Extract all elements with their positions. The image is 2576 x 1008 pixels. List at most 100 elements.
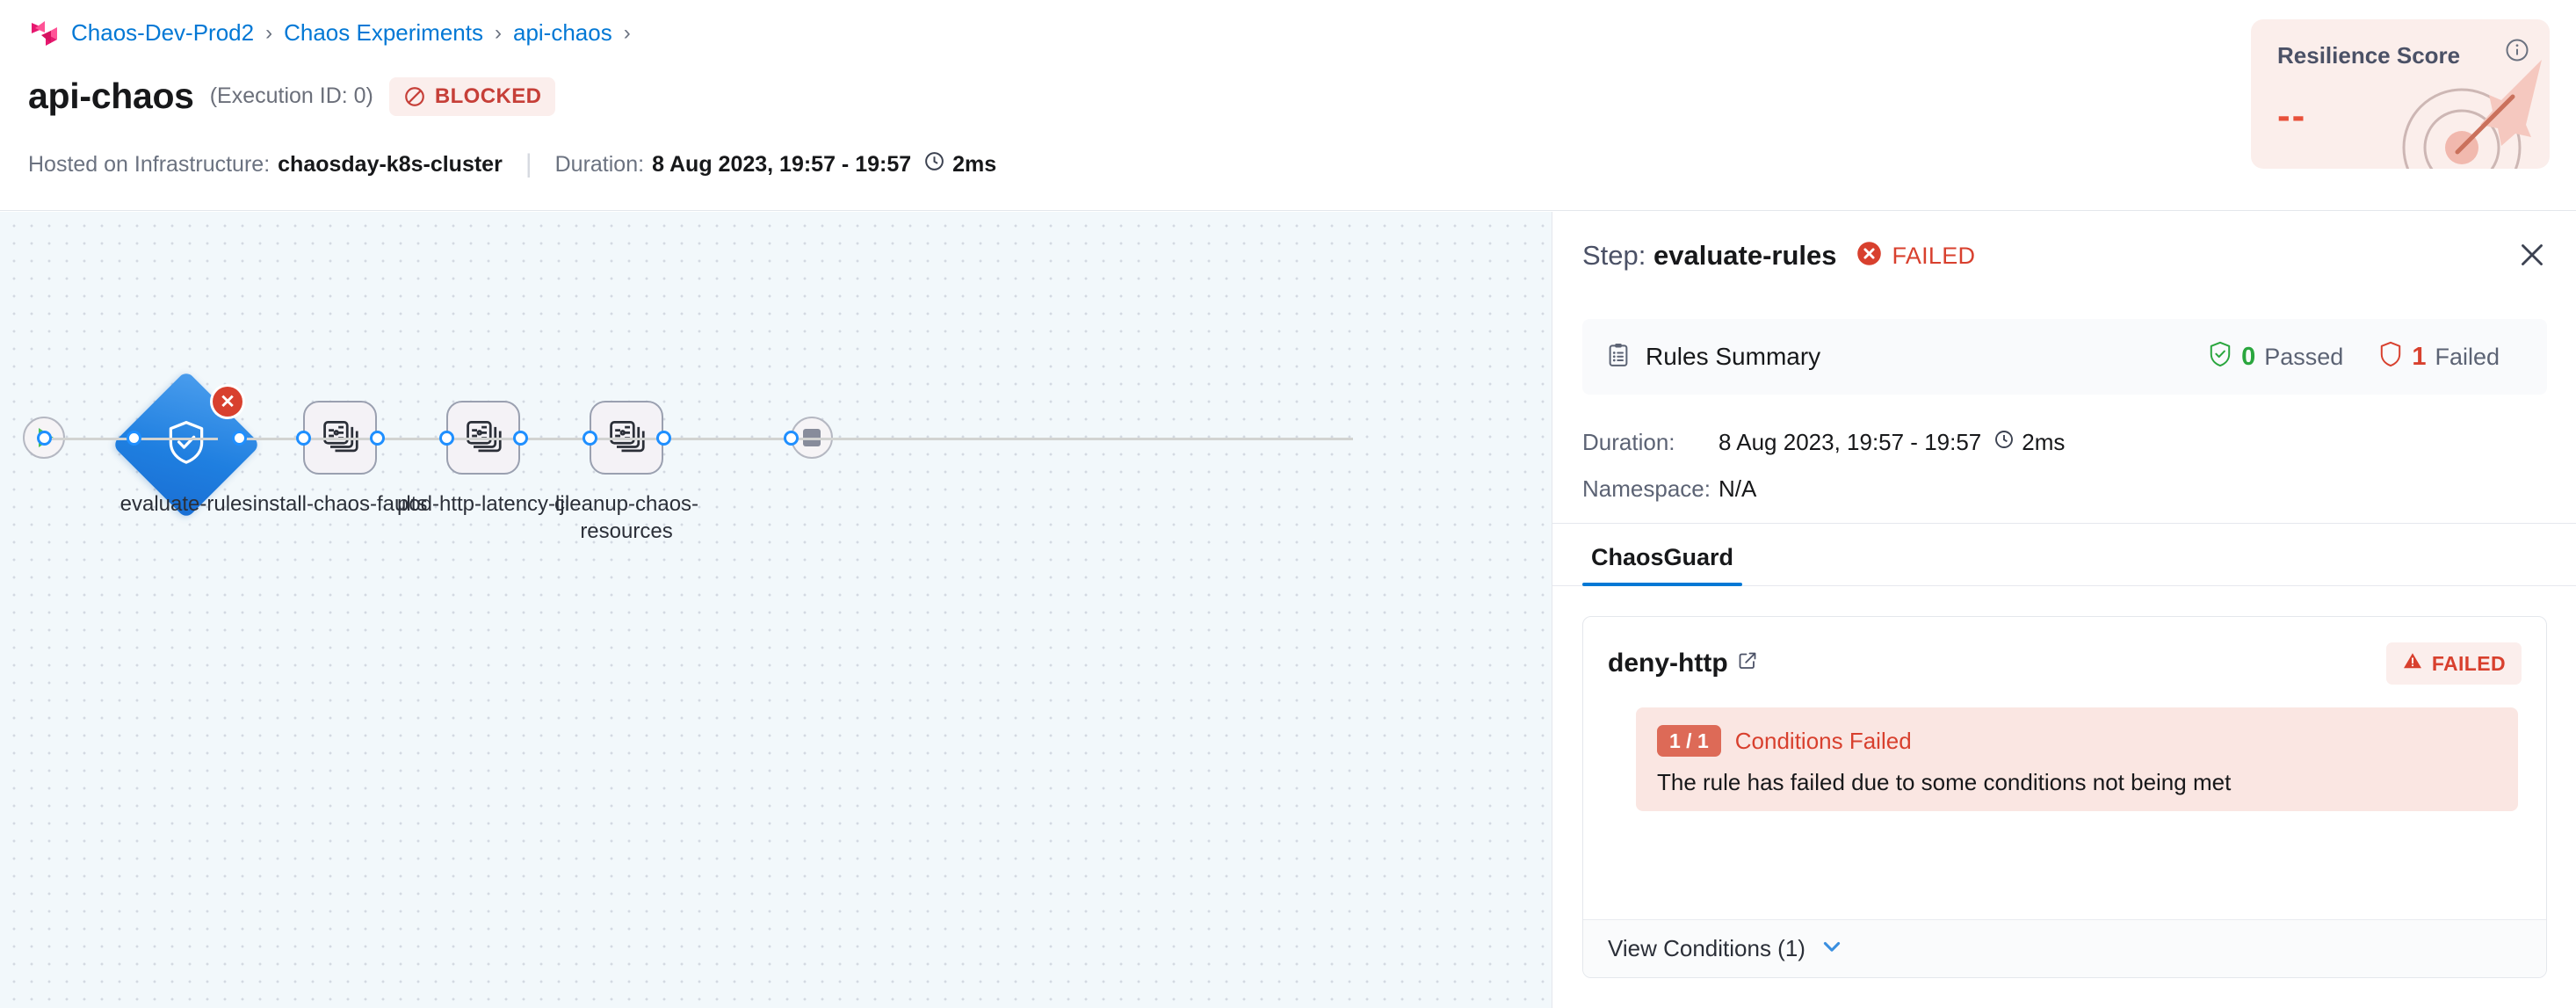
evaluate-rules-output-port[interactable] bbox=[232, 431, 247, 446]
step-status: FAILED bbox=[1856, 241, 1976, 271]
blocked-circle-icon bbox=[403, 85, 426, 108]
breadcrumb-separator: › bbox=[265, 20, 273, 45]
node-label-evaluate-rules: evaluate-rules bbox=[119, 492, 253, 516]
detail-row-namespace: Namespace: N/A bbox=[1582, 475, 1756, 503]
breadcrumb: Chaos-Dev-Prod2 › Chaos Experiments › ap… bbox=[30, 19, 631, 47]
infra-label: Hosted on Infrastructure: bbox=[28, 151, 271, 177]
node-label-install-chaos-faults: install-chaos-faults bbox=[252, 492, 428, 516]
page-header: Chaos-Dev-Prod2 › Chaos Experiments › ap… bbox=[0, 0, 2576, 211]
edge-l bbox=[378, 438, 534, 440]
resilience-score-value: -- bbox=[2277, 94, 2307, 137]
step-detail-panel: Step: evaluate-rules FAILED bbox=[1552, 212, 2576, 1008]
edge-podlatency-to-cleanup bbox=[771, 438, 938, 440]
breadcrumb-item-0[interactable]: Chaos-Dev-Prod2 bbox=[71, 19, 255, 46]
rules-summary-label: Rules Summary bbox=[1646, 343, 1821, 370]
rules-summary-card: Rules Summary 0 Passed bbox=[1582, 319, 2547, 395]
evaluate-rules-input-port[interactable] bbox=[127, 431, 141, 446]
conditions-failed-title: Conditions Failed bbox=[1734, 727, 1912, 754]
edge-cleanup-to-end bbox=[914, 438, 1072, 440]
info-icon[interactable] bbox=[2504, 37, 2530, 63]
panel-title-prefix: Step: bbox=[1582, 240, 1646, 271]
edge-install-to-podlatency bbox=[627, 438, 785, 440]
resilience-score-title: Resilience Score bbox=[2277, 42, 2461, 69]
detail-value-duration: 8 Aug 2023, 19:57 - 19:57 bbox=[1719, 429, 1982, 455]
rule-status-badge-label: FAILED bbox=[2431, 651, 2506, 675]
duration-elapsed: 2ms bbox=[952, 151, 997, 177]
rules-failed-count: 1 bbox=[2412, 342, 2427, 371]
conditions-failed-description: The rule has failed due to some conditio… bbox=[1657, 769, 2232, 796]
install-chaos-faults-output-port[interactable] bbox=[370, 431, 385, 446]
detail-row-duration: Duration: 8 Aug 2023, 19:57 - 19:57 2ms bbox=[1582, 429, 2065, 456]
shield-check-icon bbox=[166, 420, 206, 470]
error-x-icon: ✕ bbox=[213, 387, 242, 417]
breadcrumb-item-1[interactable]: Chaos Experiments bbox=[284, 19, 483, 46]
error-x-icon bbox=[1856, 241, 1882, 271]
detail-value-namespace: N/A bbox=[1719, 475, 1757, 502]
rules-passed-label: Passed bbox=[2264, 343, 2344, 370]
detail-value-duration-elapsed: 2ms bbox=[2022, 429, 2066, 455]
node-label-pod-http-latency-lji: pod-http-latency-lji bbox=[396, 492, 570, 516]
external-link-icon[interactable] bbox=[1737, 649, 1758, 678]
chevron-down-icon bbox=[1820, 934, 1844, 963]
shield-outline-icon bbox=[2378, 341, 2403, 373]
cleanup-chaos-resources-input-port[interactable] bbox=[582, 431, 597, 446]
rules-passed-count: 0 bbox=[2241, 342, 2256, 371]
node-evaluate-rules[interactable]: ✕ bbox=[112, 370, 261, 519]
clock-icon bbox=[923, 150, 945, 178]
shield-check-icon bbox=[2208, 341, 2232, 373]
rule-card-header: deny-http bbox=[1583, 617, 2546, 710]
pipeline-graph: ✕ evaluate-rules install-c bbox=[0, 212, 1552, 1008]
rule-card-deny-http: deny-http bbox=[1582, 616, 2547, 978]
breadcrumb-item-2[interactable]: api-chaos bbox=[512, 19, 612, 46]
tab-chaosguard[interactable]: ChaosGuard bbox=[1582, 544, 1743, 586]
panel-tabs: ChaosGuard bbox=[1552, 523, 2576, 586]
warning-triangle-icon bbox=[2402, 650, 2423, 677]
conditions-failed-alert: 1 / 1 Conditions Failed The rule has fai… bbox=[1636, 707, 2518, 811]
panel-step-name: evaluate-rules bbox=[1653, 240, 1837, 271]
edge-cleanup-end bbox=[1054, 438, 1353, 440]
close-icon[interactable] bbox=[2512, 235, 2552, 275]
start-node-output-port[interactable] bbox=[37, 431, 52, 446]
execution-id: (Execution ID: 0) bbox=[209, 83, 373, 108]
end-node-input-port[interactable] bbox=[784, 431, 799, 446]
panel-title: Step: evaluate-rules bbox=[1582, 240, 1837, 272]
breadcrumb-separator-trailing: › bbox=[623, 20, 631, 45]
detail-key-namespace: Namespace: bbox=[1582, 475, 1711, 502]
view-conditions-toggle[interactable]: View Conditions (1) bbox=[1583, 919, 2546, 977]
clipboard-icon bbox=[1605, 342, 1632, 373]
pipeline-canvas[interactable]: ✕ evaluate-rules install-c bbox=[0, 212, 1552, 1008]
pod-http-latency-input-port[interactable] bbox=[439, 431, 454, 446]
duration-value: 8 Aug 2023, 19:57 - 19:57 bbox=[652, 151, 912, 177]
install-chaos-faults-input-port[interactable] bbox=[296, 431, 311, 446]
chaos-fault-icon bbox=[321, 417, 359, 460]
edge-evaluate-rules-to-install bbox=[237, 438, 501, 440]
conditions-failed-chip: 1 / 1 bbox=[1657, 725, 1721, 758]
rules-failed-label: Failed bbox=[2435, 343, 2500, 370]
rule-status-badge: FAILED bbox=[2385, 642, 2522, 685]
target-arrow-icon bbox=[2370, 44, 2550, 169]
rule-name-text: deny-http bbox=[1608, 649, 1728, 678]
status-badge: BLOCKED bbox=[388, 76, 556, 116]
pod-http-latency-output-port[interactable] bbox=[513, 431, 528, 446]
node-label-cleanup-chaos-resources: cleanup-chaos-resources bbox=[554, 492, 699, 543]
infra-value: chaosday-k8s-cluster bbox=[278, 151, 503, 177]
meta-divider: | bbox=[525, 149, 532, 178]
cleanup-chaos-resources-output-port[interactable] bbox=[656, 431, 671, 446]
chaos-fault-icon bbox=[464, 417, 503, 460]
rule-name: deny-http bbox=[1608, 649, 1758, 678]
rules-summary-left: Rules Summary bbox=[1605, 342, 1820, 373]
view-conditions-label: View Conditions (1) bbox=[1608, 935, 1805, 961]
conditions-failed-heading: 1 / 1 Conditions Failed bbox=[1657, 725, 2497, 758]
meta-row: Hosted on Infrastructure: chaosday-k8s-c… bbox=[28, 149, 996, 179]
status-badge-label: BLOCKED bbox=[434, 83, 542, 108]
rules-failed-stat: 1 Failed bbox=[2378, 341, 2500, 373]
title-row: api-chaos (Execution ID: 0) BLOCKED bbox=[28, 76, 556, 117]
resilience-score-card: Resilience Score -- bbox=[2251, 19, 2550, 169]
breadcrumb-separator: › bbox=[494, 20, 502, 45]
chaos-fault-icon bbox=[607, 417, 646, 460]
step-status-label: FAILED bbox=[1892, 242, 1976, 269]
step-detail-header: Step: evaluate-rules FAILED bbox=[1552, 212, 2576, 300]
clock-icon bbox=[1994, 429, 2015, 456]
detail-key-duration: Duration: bbox=[1582, 429, 1675, 455]
